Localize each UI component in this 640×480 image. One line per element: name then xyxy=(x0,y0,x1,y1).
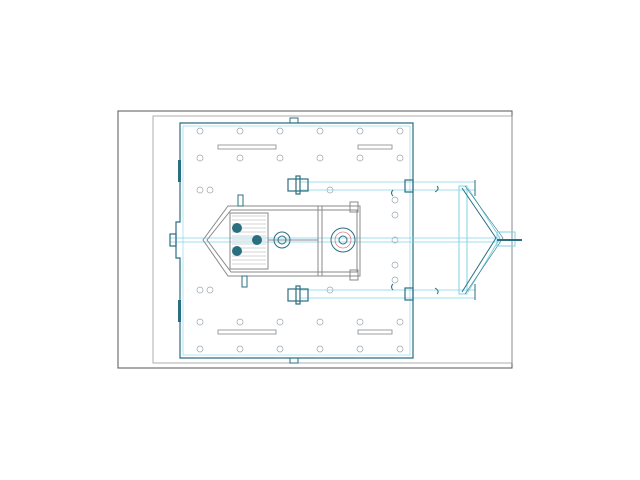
frame-posts xyxy=(237,194,359,288)
base-plate-outline xyxy=(175,122,414,359)
mounting-hole xyxy=(396,345,404,353)
mounting-hole xyxy=(196,318,204,326)
cart-frame xyxy=(202,205,361,277)
mounting-hole xyxy=(236,154,244,162)
mounting-hole xyxy=(196,186,204,194)
mounting-hole xyxy=(396,318,404,326)
tow-bar xyxy=(458,180,522,300)
side-hooks xyxy=(391,185,439,295)
mounting-hole xyxy=(196,154,204,162)
mounting-hole xyxy=(316,318,324,326)
mounting-hole xyxy=(276,127,284,135)
mounting-hole xyxy=(196,127,204,135)
plate-tab-bottom xyxy=(289,357,299,364)
slot-rails xyxy=(217,144,393,335)
plate-tab-top xyxy=(289,117,299,124)
mounting-hole xyxy=(276,318,284,326)
plate-tab-left-top xyxy=(178,160,181,182)
mounting-hole xyxy=(391,196,399,204)
mounting-hole xyxy=(356,127,364,135)
mounting-hole xyxy=(316,127,324,135)
mounting-hole xyxy=(276,154,284,162)
mounting-hole xyxy=(206,286,214,294)
wheels xyxy=(232,223,356,256)
mounting-hole xyxy=(236,127,244,135)
base-plate-inner xyxy=(182,125,411,356)
mounting-hole xyxy=(196,345,204,353)
mounting-hole xyxy=(276,345,284,353)
mounting-hole xyxy=(396,154,404,162)
mounting-hole xyxy=(391,261,399,269)
mounting-hole xyxy=(356,345,364,353)
mounting-hole xyxy=(356,318,364,326)
mounting-hole xyxy=(396,127,404,135)
mounting-hole xyxy=(236,318,244,326)
plate-tab-left-bottom xyxy=(178,300,181,322)
mounting-hole xyxy=(356,154,364,162)
mounting-hole xyxy=(391,236,399,244)
mounting-hole xyxy=(236,345,244,353)
mounting-hole xyxy=(196,286,204,294)
tie-rods xyxy=(170,181,500,299)
clamp-blocks xyxy=(169,175,414,305)
mounting-hole xyxy=(316,345,324,353)
mounting-hole xyxy=(391,276,399,284)
mounting-hole xyxy=(316,154,324,162)
mounting-hole xyxy=(391,211,399,219)
mounting-hole xyxy=(206,186,214,194)
